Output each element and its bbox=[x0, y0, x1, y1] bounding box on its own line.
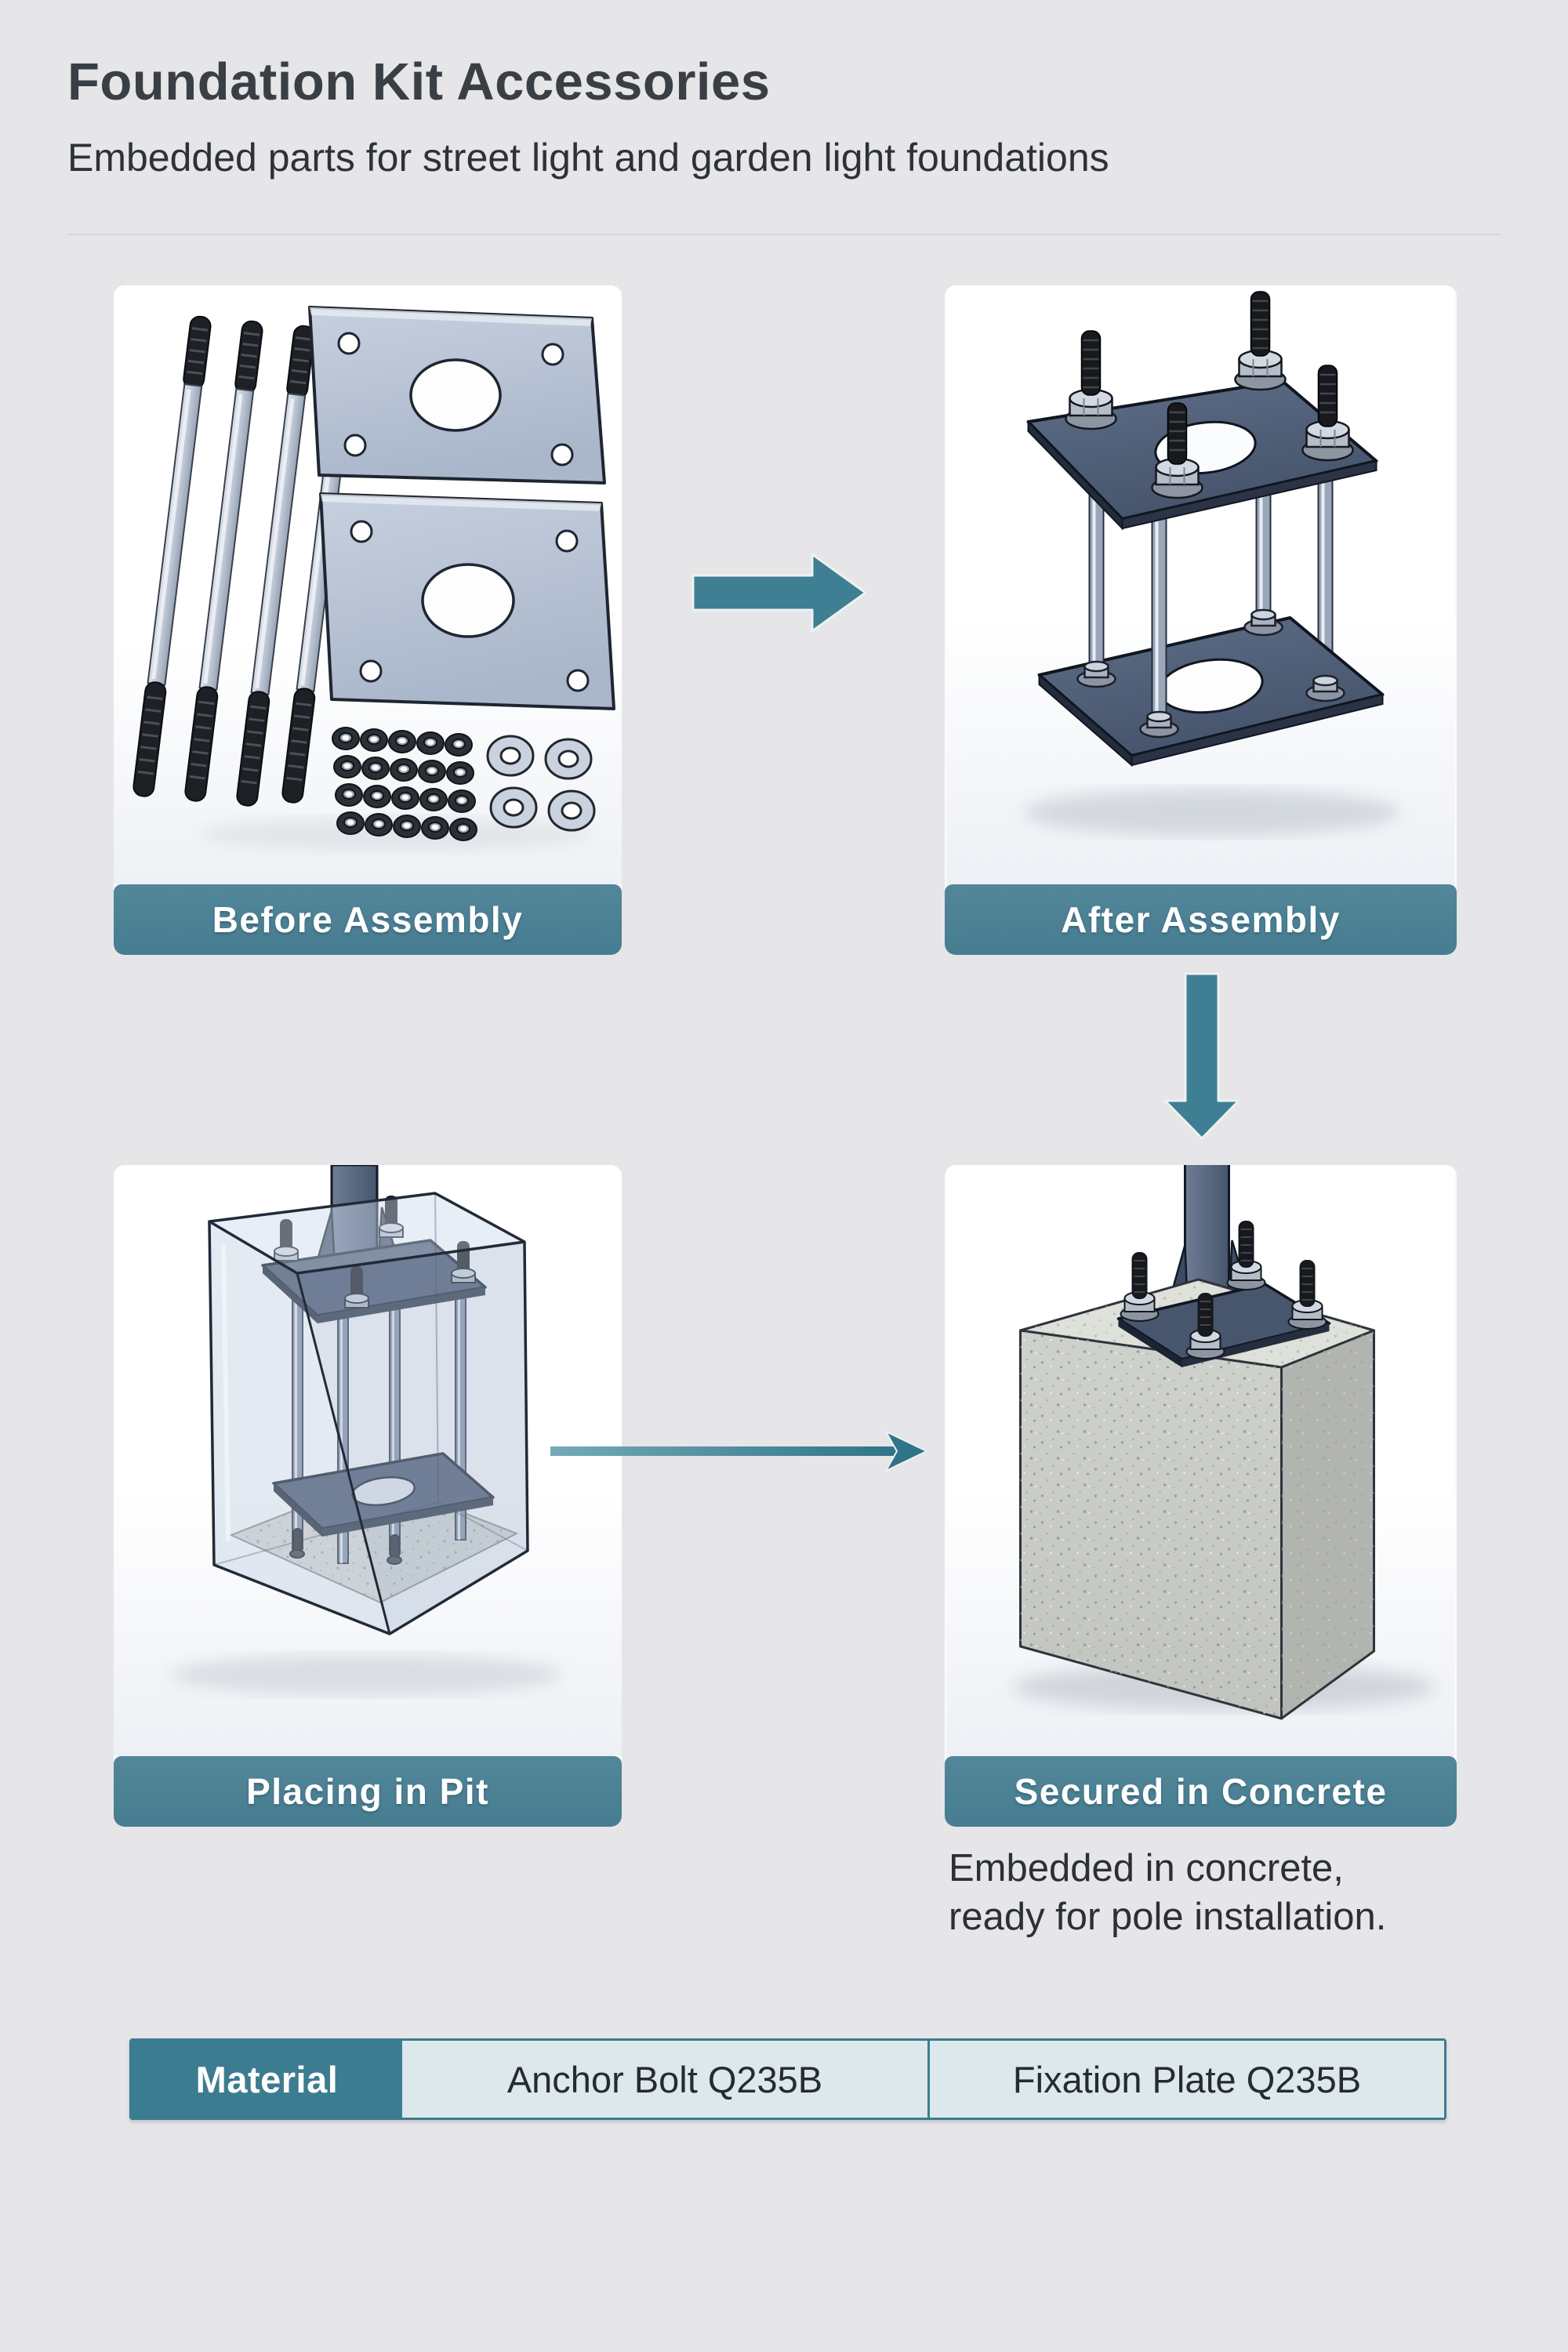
panel-background bbox=[946, 285, 1455, 884]
panel-secured-in-concrete: Secured in Concrete bbox=[945, 1165, 1457, 1827]
material-anchor-bolt-cell: Anchor Bolt Q235B bbox=[402, 2041, 927, 2118]
material-fixation-plate-cell: Fixation Plate Q235B bbox=[927, 2041, 1444, 2118]
before-assembly-illustration-area bbox=[114, 285, 622, 884]
soft-shadow bbox=[1023, 789, 1400, 836]
anchor-bolts-top bbox=[1065, 291, 1354, 499]
arrow-right-icon bbox=[691, 553, 867, 633]
anchor-bolts bbox=[1120, 1221, 1327, 1359]
washers bbox=[486, 735, 596, 832]
soft-shadow bbox=[200, 817, 592, 851]
anchor-rods bbox=[132, 315, 361, 807]
page-title: Foundation Kit Accessories bbox=[67, 53, 771, 111]
concrete-block-illustration bbox=[946, 1165, 1455, 1756]
bottom-fixation-plate bbox=[1037, 616, 1385, 768]
fixation-plate-upper bbox=[308, 306, 606, 485]
after-assembly-illustration-area bbox=[945, 285, 1457, 884]
placing-in-pit-illustration-area bbox=[114, 1165, 622, 1756]
arrow-down-icon bbox=[1163, 972, 1240, 1140]
concrete-foundation bbox=[1012, 1165, 1436, 1720]
anchor-kit-parts-illustration bbox=[114, 285, 622, 884]
soft-shadow bbox=[170, 1654, 562, 1695]
lower-fixation-plate bbox=[272, 1452, 495, 1537]
label-after-assembly: After Assembly bbox=[945, 884, 1457, 955]
secured-in-concrete-illustration-area bbox=[945, 1165, 1457, 1756]
concrete-caption: Embedded in concrete, ready for pole ins… bbox=[949, 1844, 1497, 1941]
header-divider bbox=[67, 234, 1501, 235]
arrow-thin-right-icon bbox=[550, 1431, 927, 1472]
transparent-pit-box bbox=[208, 1192, 529, 1635]
panel-after-assembly: After Assembly bbox=[945, 285, 1457, 955]
assembled-cage-illustration bbox=[946, 285, 1455, 884]
fixation-plate-lower bbox=[319, 492, 615, 710]
light-pole-base bbox=[261, 1165, 487, 1323]
label-secured-in-concrete: Secured in Concrete bbox=[945, 1756, 1457, 1827]
base-nuts bbox=[1076, 608, 1345, 739]
label-before-assembly: Before Assembly bbox=[114, 884, 622, 955]
hex-nuts bbox=[332, 727, 477, 841]
page-subtitle: Embedded parts for street light and gard… bbox=[67, 136, 1109, 180]
pit-scene bbox=[170, 1165, 562, 1695]
pit-illustration bbox=[114, 1165, 622, 1756]
rod-tip-nuts bbox=[289, 1528, 402, 1565]
flange-bolts bbox=[274, 1196, 476, 1308]
label-placing-in-pit: Placing in Pit bbox=[114, 1756, 622, 1827]
caption-line-2: ready for pole installation. bbox=[949, 1896, 1387, 1938]
material-table: Material Anchor Bolt Q235B Fixation Plat… bbox=[129, 2038, 1446, 2120]
caption-line-1: Embedded in concrete, bbox=[949, 1847, 1344, 1889]
material-table-header: Material bbox=[132, 2041, 402, 2118]
anchor-cage bbox=[1023, 291, 1400, 836]
panel-before-assembly: Before Assembly bbox=[114, 285, 622, 955]
panel-placing-in-pit: Placing in Pit bbox=[114, 1165, 622, 1827]
